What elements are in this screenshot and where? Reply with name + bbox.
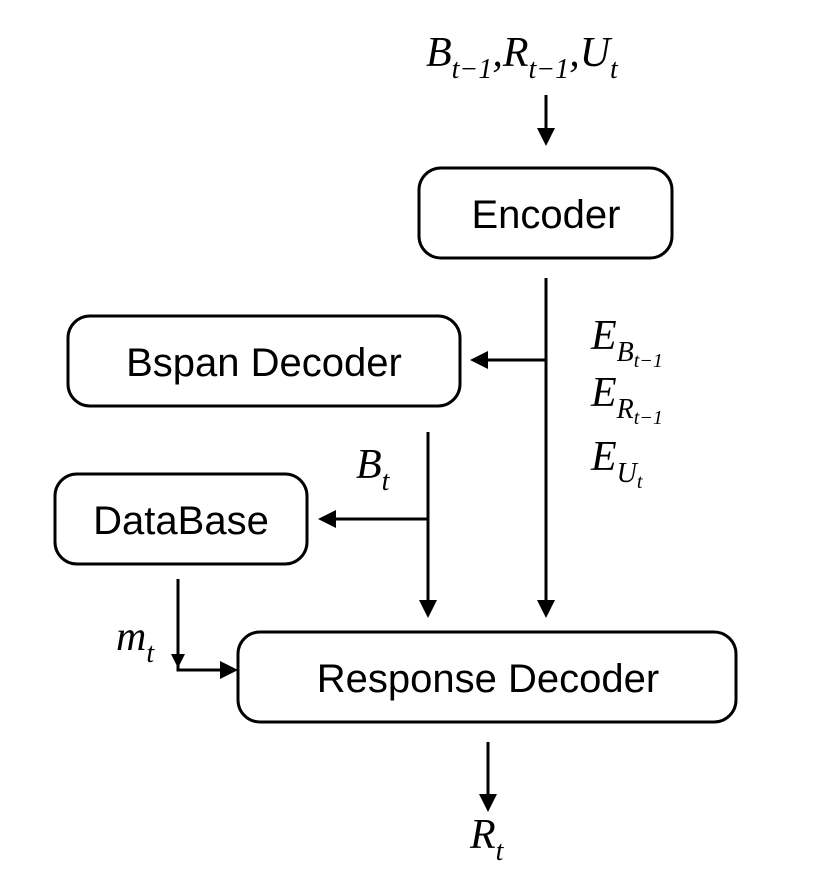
database-box [53,472,309,566]
input-sep2: , [569,30,580,76]
response-decoder-label: Response Decoder [317,657,659,701]
encoding-b-subsub: t−1 [634,350,663,372]
encoding-b-sub: B [617,337,634,368]
arrow-database-to-response-decoder [176,579,222,672]
bt-label: Bt [356,442,391,497]
response-decoder-node: Response Decoder [236,630,738,724]
encoding-u-subsub: t [637,471,643,493]
mt-label-base: m [116,614,146,660]
arrowhead-database-down [171,654,185,668]
arrowhead-database-to-response-decoder [220,661,238,679]
response-decoder-box [236,630,738,724]
input-b: B [426,30,452,76]
encoder-label: Encoder [472,193,621,237]
bspan-decoder-box [66,314,462,408]
encoding-r-subsub: t−1 [634,407,663,429]
arrowhead-encoder-to-bspan [470,351,488,369]
input-sep1: , [492,30,503,76]
bspan-decoder-node: Bspan Decoder [66,314,462,408]
input-r-sub: t−1 [529,54,570,85]
encoder-box [417,166,674,260]
arrowhead-bspan-to-database [318,510,336,528]
arrowhead-bspan-to-response-decoder [419,600,437,618]
arrowhead-input-to-encoder [537,128,555,146]
encoder-node: Encoder [417,166,674,260]
encoding-u-sub: U [617,458,639,489]
encoding-b: EBt−1 [590,313,663,372]
encoding-u-base: E [590,434,617,480]
encoding-r: ERt−1 [590,370,663,429]
encoding-b-base: E [590,313,617,359]
database-node: DataBase [53,472,309,566]
mt-label: mt [116,614,155,669]
arrowhead-encoder-to-response-decoder [537,600,555,618]
output-label-base: R [469,812,496,858]
encoding-r-sub: R [616,394,634,425]
arrowhead-response-decoder-to-output [479,794,497,812]
mt-label-sub: t [146,638,155,669]
bt-label-base: B [356,442,382,488]
encoding-u: EUt [590,434,643,493]
input-u-sub: t [610,54,619,85]
database-label: DataBase [93,499,269,543]
input-b-sub: t−1 [452,54,493,85]
encoding-r-base: E [590,370,617,416]
bt-label-sub: t [382,466,391,497]
input-label: Bt−1,Rt−1,Ut [426,30,619,85]
input-r: R [502,30,529,76]
input-u: U [580,30,613,76]
output-label: Rt [469,812,505,867]
bspan-decoder-label: Bspan Decoder [126,341,402,385]
output-label-sub: t [496,836,505,867]
